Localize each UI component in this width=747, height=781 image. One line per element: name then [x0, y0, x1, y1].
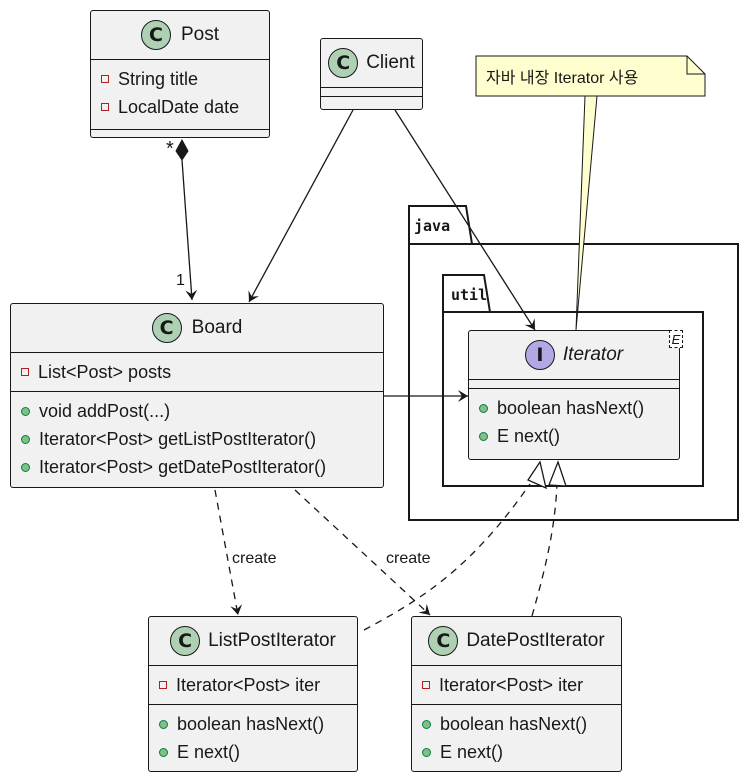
class-client[interactable]: C Client	[320, 38, 423, 110]
field-item: String title	[101, 65, 269, 93]
class-name: Board	[191, 317, 243, 338]
private-field-icon	[101, 103, 109, 111]
method-item: boolean hasNext()	[422, 710, 621, 738]
method-item: Iterator<Post> getListPostIterator()	[21, 425, 383, 453]
class-stereotype-icon: C	[151, 313, 182, 343]
interface-iterator[interactable]: I Iterator boolean hasNext() E next()	[468, 330, 680, 460]
dependency-create-date	[294, 489, 431, 616]
private-field-icon	[21, 368, 29, 376]
field-item: LocalDate date	[101, 93, 269, 121]
class-stereotype-icon: C	[428, 626, 459, 656]
class-date-post-iterator[interactable]: C DatePostIterator Iterator<Post> iter b…	[411, 616, 622, 772]
field-item: Iterator<Post> iter	[422, 671, 621, 699]
class-stereotype-icon: C	[140, 20, 171, 50]
method-item: E next()	[422, 738, 621, 766]
package-util-label: util	[451, 286, 488, 304]
class-stereotype-icon: C	[328, 48, 359, 78]
arrow-client-board	[248, 109, 354, 303]
public-method-icon	[159, 747, 168, 757]
class-name: DatePostIterator	[466, 630, 605, 651]
method-item: Iterator<Post> getDatePostIterator()	[21, 453, 383, 481]
class-post[interactable]: C Post String title LocalDate date	[90, 10, 270, 138]
method-item: E next()	[159, 738, 357, 766]
class-list-post-iterator[interactable]: C ListPostIterator Iterator<Post> iter b…	[148, 616, 358, 772]
class-name: ListPostIterator	[208, 630, 336, 651]
private-field-icon	[159, 681, 167, 689]
arrow-client-iterator	[394, 109, 536, 331]
composition-post-board	[175, 138, 198, 301]
create-label-list: create	[232, 550, 277, 567]
public-method-icon	[159, 719, 168, 729]
method-item: E next()	[479, 422, 679, 450]
private-field-icon	[101, 75, 109, 83]
package-java-label: java	[414, 217, 451, 235]
realization-date-iterator	[531, 460, 567, 617]
interface-stereotype-icon: I	[524, 340, 555, 370]
class-name: Client	[366, 52, 415, 73]
generic-type-parameter: E	[669, 330, 683, 348]
public-method-icon	[21, 406, 30, 416]
multiplicity-post: *	[166, 138, 174, 160]
field-item: Iterator<Post> iter	[159, 671, 357, 699]
public-method-icon	[479, 431, 488, 441]
dependency-create-list	[214, 489, 243, 616]
class-stereotype-icon: C	[170, 626, 201, 656]
interface-name: Iterator	[562, 344, 624, 365]
method-item: void addPost(...)	[21, 397, 383, 425]
note-shape	[475, 55, 706, 97]
create-label-date: create	[386, 550, 431, 567]
realization-list-iterator	[363, 460, 547, 631]
private-field-icon	[422, 681, 430, 689]
public-method-icon	[21, 462, 30, 472]
class-name: Post	[180, 24, 220, 45]
field-item: List<Post> posts	[21, 358, 383, 386]
class-board[interactable]: C Board List<Post> posts void addPost(..…	[10, 303, 384, 488]
multiplicity-board: 1	[176, 272, 185, 289]
note-connector	[575, 95, 598, 331]
public-method-icon	[479, 403, 488, 413]
public-method-icon	[422, 719, 431, 729]
public-method-icon	[422, 747, 431, 757]
note-text: 자바 내장 Iterator 사용	[486, 70, 639, 87]
method-item: boolean hasNext()	[159, 710, 357, 738]
public-method-icon	[21, 434, 30, 444]
method-item: boolean hasNext()	[479, 394, 679, 422]
